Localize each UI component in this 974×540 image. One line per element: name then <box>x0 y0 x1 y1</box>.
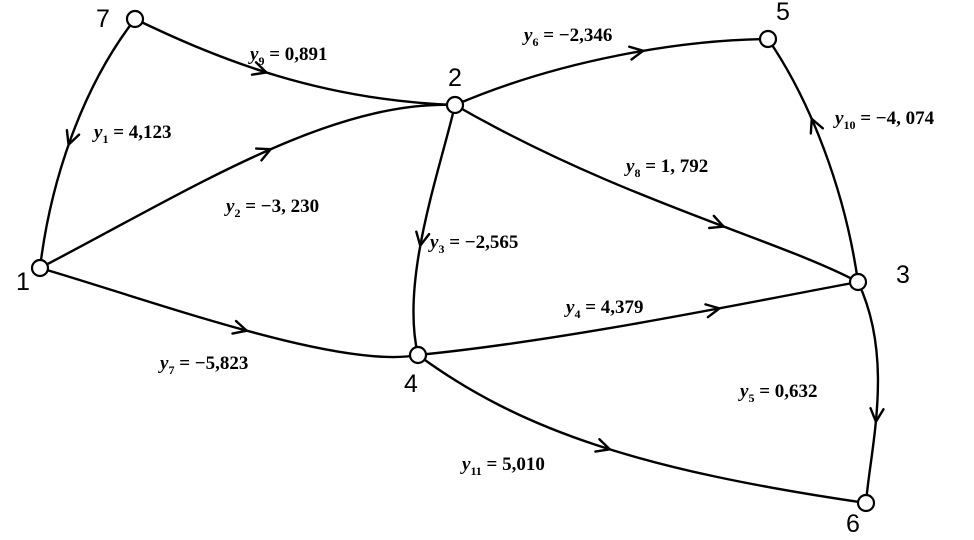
edge-label-subscript: 2 <box>234 206 240 220</box>
edge-label-var: y <box>738 381 749 402</box>
edge-label-value: −4, 074 <box>876 108 935 129</box>
edge-label-value: 0,632 <box>775 381 818 402</box>
node-1 <box>30 258 50 278</box>
node-2 <box>445 95 465 115</box>
edge-y3 <box>412 103 457 357</box>
edge-label-subscript: 7 <box>168 363 174 377</box>
edge-y10 <box>766 37 860 284</box>
node-label-6: 6 <box>846 510 860 538</box>
edge-label-equals: = <box>855 108 875 129</box>
node-6 <box>856 493 876 513</box>
edge-y1 <box>38 17 137 270</box>
edge-y11 <box>416 353 868 505</box>
edge-label-y4: y4 = 4,379 <box>564 297 644 321</box>
nodes-layer <box>30 9 876 513</box>
edge-label-y7: y7 = −5,823 <box>158 353 248 377</box>
edge-label-equals: = <box>754 381 774 402</box>
edge-y6 <box>453 37 770 107</box>
arrowhead-y5 <box>869 407 885 423</box>
edge-label-y5: y5 = 0,632 <box>738 381 818 405</box>
arrowhead-y7 <box>231 319 248 335</box>
edge-label-subscript: 11 <box>470 464 481 478</box>
arrowhead-y1 <box>65 129 81 146</box>
node-3 <box>848 272 868 292</box>
edge-label-y2: y2 = −3, 230 <box>224 196 319 220</box>
node-label-5: 5 <box>776 0 790 26</box>
edge-label-y11: y11 = 5,010 <box>460 454 545 478</box>
edge-label-var: y <box>158 353 169 374</box>
edge-label-var: y <box>248 44 259 65</box>
edge-label-subscript: 8 <box>634 166 640 180</box>
edge-label-value: 1, 792 <box>661 156 709 177</box>
edge-y7 <box>38 266 420 359</box>
edge-label-value: −5,823 <box>195 353 249 374</box>
edge-y8 <box>453 103 860 284</box>
node-7 <box>125 9 145 29</box>
arrowhead-y6 <box>628 45 645 61</box>
edge-label-y3: y3 = −2,565 <box>428 232 518 256</box>
edge-label-equals: = <box>444 232 464 253</box>
arrowhead-y11 <box>594 438 612 453</box>
edge-label-equals: = <box>174 353 194 374</box>
edge-label-var: y <box>564 297 575 318</box>
node-4 <box>408 345 428 365</box>
edge-label-subscript: 4 <box>574 307 580 321</box>
edge-label-subscript: 5 <box>748 391 754 405</box>
edge-label-value: 0,891 <box>285 44 328 65</box>
edge-label-var: y <box>522 25 533 46</box>
edge-label-equals: = <box>240 196 260 217</box>
edge-y2 <box>38 103 457 270</box>
edge-label-y6: y6 = −2,346 <box>522 25 612 49</box>
edge-label-value: 4,379 <box>601 297 644 318</box>
edge-label-equals: = <box>264 44 284 65</box>
edge-label-equals: = <box>640 156 660 177</box>
edge-label-subscript: 10 <box>843 118 855 132</box>
edge-label-y10: y10 = −4, 074 <box>833 108 935 132</box>
node-label-7: 7 <box>96 5 110 33</box>
node-label-1: 1 <box>16 268 30 296</box>
edge-label-equals: = <box>580 297 600 318</box>
edge-label-y8: y8 = 1, 792 <box>624 156 708 180</box>
arrowhead-y8 <box>707 214 725 230</box>
edge-label-value: −3, 230 <box>261 196 319 217</box>
node-label-4: 4 <box>404 370 418 398</box>
edge-label-var: y <box>833 108 844 129</box>
edge-label-subscript: 1 <box>102 132 108 146</box>
arrowhead-y4 <box>704 303 721 319</box>
edge-label-equals: = <box>108 122 128 143</box>
edge-label-y1: y1 = 4,123 <box>92 122 172 146</box>
arrowhead-y9 <box>250 61 268 76</box>
arrowhead-y10 <box>809 117 825 135</box>
node-label-3: 3 <box>896 261 910 289</box>
arrowhead-y3 <box>415 230 431 247</box>
edge-label-equals: = <box>538 25 558 46</box>
edge-y9 <box>133 17 457 107</box>
edge-label-value: −2,346 <box>559 25 613 46</box>
edge-label-var: y <box>428 232 439 253</box>
arrows-layer <box>65 45 885 453</box>
edges-layer <box>38 17 880 505</box>
arrowhead-y2 <box>254 147 272 162</box>
node-5 <box>758 29 778 49</box>
edge-y4 <box>416 280 860 357</box>
edge-label-value: 5,010 <box>502 454 545 475</box>
edge-label-var: y <box>224 196 235 217</box>
edge-label-equals: = <box>482 454 502 475</box>
node-label-2: 2 <box>448 64 462 92</box>
edge-label-value: 4,123 <box>129 122 172 143</box>
edge-y5 <box>856 280 880 505</box>
edge-label-y9: y9 = 0,891 <box>248 44 328 68</box>
edge-label-subscript: 3 <box>438 242 444 256</box>
edge-label-subscript: 6 <box>532 35 538 49</box>
edge-label-var: y <box>624 156 635 177</box>
edge-label-var: y <box>92 122 103 143</box>
edge-label-subscript: 9 <box>258 54 264 68</box>
edge-label-value: −2,565 <box>465 232 519 253</box>
edge-label-var: y <box>460 454 471 475</box>
